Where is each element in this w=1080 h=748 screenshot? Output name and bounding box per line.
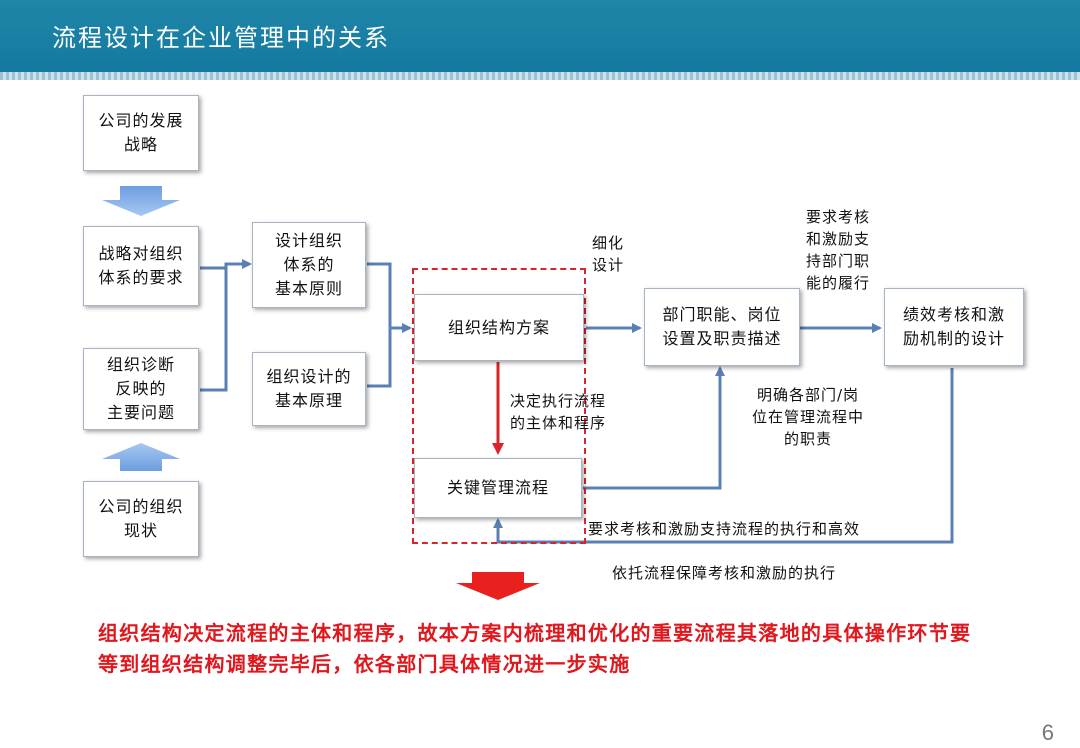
box-strategy-requirement: 战略对组织 体系的要求 — [83, 226, 199, 306]
box-key-process: 关键管理流程 — [414, 458, 582, 518]
connector-strategy — [200, 259, 252, 270]
slide-title: 流程设计在企业管理中的关系 — [52, 24, 390, 52]
block-arrow-up — [102, 443, 180, 471]
red-block-arrow — [456, 572, 540, 600]
page-number: 6 — [1041, 720, 1054, 745]
block-arrow-down — [102, 186, 180, 216]
dashed-group-frame — [412, 268, 586, 544]
box-org-diagnosis: 组织诊断 反映的 主要问题 — [83, 348, 199, 430]
box-performance-design: 绩效考核和激 励机制的设计 — [884, 288, 1024, 366]
conclusion-text: 组织结构决定流程的主体和程序，故本方案内梳理和优化的重要流程其落地的具体操作环节… — [98, 621, 972, 676]
connector-perf-to-process — [493, 368, 954, 544]
box-org-structure-plan: 组织结构方案 — [414, 294, 584, 361]
note-require-process: 要求考核和激励支持流程的执行和高效 — [588, 520, 861, 538]
header-decorative-band — [0, 72, 1080, 80]
box-company-status: 公司的组织 现状 — [83, 481, 199, 557]
connector-process-to-dept — [583, 366, 725, 490]
box-design-principles: 设计组织 体系的 基本原则 — [252, 222, 366, 308]
connector-theory — [367, 328, 392, 388]
box-company-strategy: 公司的发展 战略 — [83, 95, 199, 171]
connector-principles — [367, 262, 412, 333]
note-clarify-roles: 明确各部门/岗 位在管理流程中 的职责 — [752, 386, 865, 448]
note-refine-design: 细化 设计 — [592, 234, 625, 274]
note-process-ensures: 依托流程保障考核和激励的执行 — [612, 564, 837, 582]
box-design-theory: 组织设计的 基本原理 — [252, 352, 366, 426]
connector-diagnosis — [200, 268, 228, 392]
note-decide-process: 决定执行流程 的主体和程序 — [510, 392, 607, 432]
note-require-perf: 要求考核 和激励支 持部门职 能的履行 — [806, 208, 871, 292]
box-dept-functions: 部门职能、岗位 设置及职责描述 — [644, 288, 800, 366]
title-bar: 流程设计在企业管理中的关系 — [0, 0, 1080, 72]
